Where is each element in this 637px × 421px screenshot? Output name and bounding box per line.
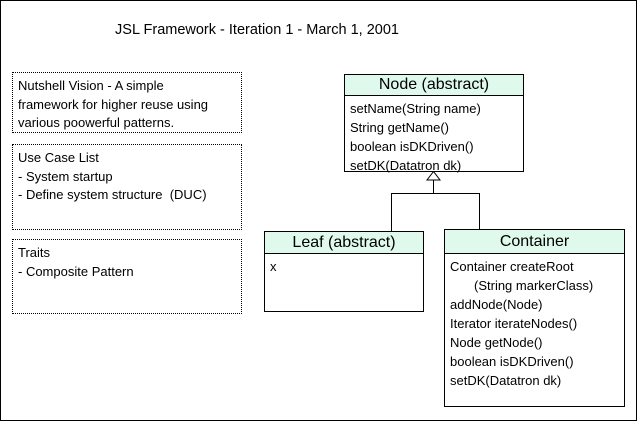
class-leaf-methods: x (265, 254, 423, 279)
method-line: Container createRoot (450, 259, 574, 274)
class-leaf-title: Leaf (abstract) (265, 232, 423, 254)
class-node-methods: setName(String name) String getName() bo… (345, 96, 523, 178)
class-container-title: Container (445, 230, 624, 254)
note-line: framework for higher reuse using (18, 96, 209, 112)
class-container: Container Container createRoot (String m… (444, 229, 625, 407)
note-nutshell-vision: Nutshell Vision - A simple framework for… (12, 72, 242, 133)
method-line: Node getNode() (450, 335, 543, 350)
note-line: Use Case List (18, 150, 99, 165)
method-line: Iterator iterateNodes() (450, 316, 578, 331)
note-line: - Composite Pattern (18, 263, 134, 279)
method-line: addNode(Node) (450, 297, 543, 312)
class-node-title: Node (abstract) (345, 75, 523, 96)
method-line: x (270, 259, 277, 274)
page-title: JSL Framework - Iteration 1 - March 1, 2… (115, 22, 399, 38)
method-line: boolean isDKDriven() (350, 139, 474, 154)
note-line: Traits (18, 245, 51, 260)
method-line: setDK(Datatron dk) (350, 158, 462, 173)
method-line: boolean isDKDriven() (450, 354, 574, 369)
method-line: (String markerClass) (474, 278, 594, 293)
class-leaf: Leaf (abstract) x (264, 231, 424, 312)
note-line: Nutshell Vision - A simple (18, 78, 164, 93)
note-traits: Traits - Composite Pattern (12, 239, 242, 314)
class-container-methods: Container createRoot (String markerClass… (445, 254, 624, 393)
method-line: String getName() (350, 120, 449, 135)
note-line: - Define system structure (DUC) (18, 187, 207, 202)
note-line: - System startup (18, 168, 113, 184)
method-line: setDK(Datatron dk) (450, 373, 562, 388)
method-line: setName(String name) (350, 101, 481, 116)
class-node: Node (abstract) setName(String name) Str… (344, 74, 524, 173)
note-line: various poowerful patterns. (18, 115, 175, 130)
note-use-case-list: Use Case List - System startup - Define … (12, 144, 242, 230)
